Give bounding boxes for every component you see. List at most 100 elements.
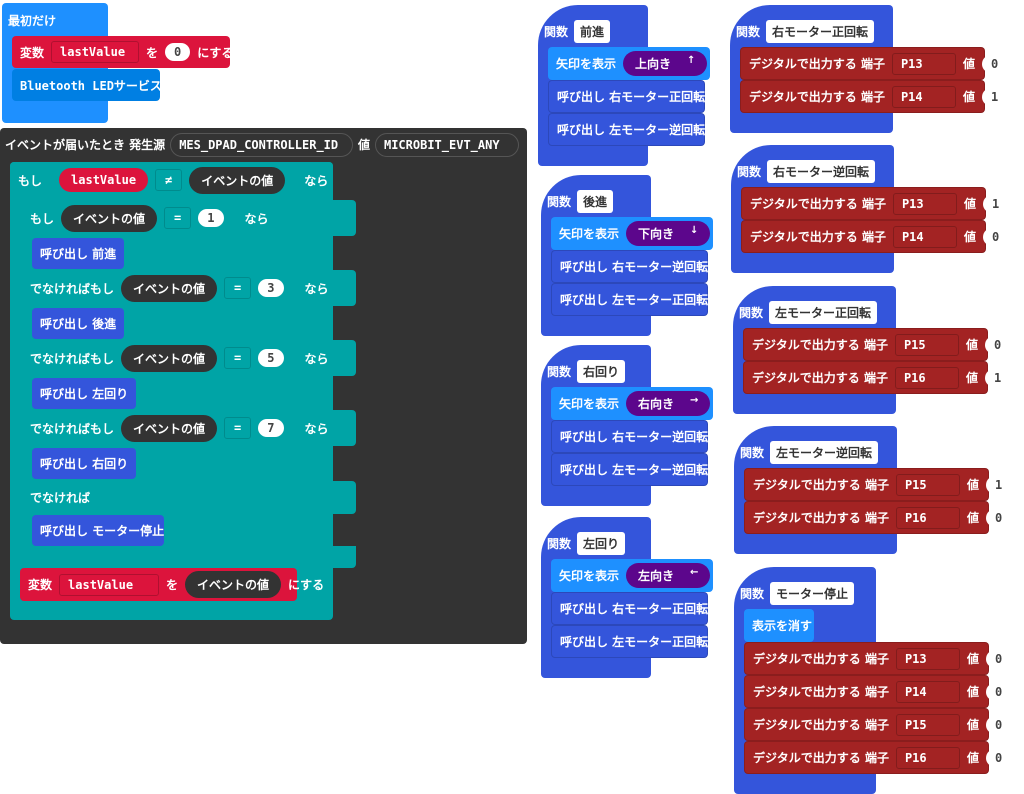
compare-value-input[interactable]: 7 (258, 419, 284, 437)
direction-dropdown[interactable]: 下向き↓ (626, 221, 711, 246)
set-variable-block[interactable]: 変数 lastValue を 0 にする (12, 36, 234, 68)
function-name-field[interactable]: 右回り (577, 359, 626, 383)
function-name-field[interactable]: 右モーター逆回転 (767, 159, 876, 183)
compare-value-input[interactable]: 1 (198, 209, 224, 227)
variable-dropdown[interactable]: lastValue (51, 41, 140, 63)
pin-value-input[interactable]: 1 (982, 194, 1009, 213)
digital-write-label: デジタルで出力する 端子 (753, 685, 889, 699)
pin-dropdown[interactable]: P13 (891, 52, 956, 75)
pin-dropdown[interactable]: P15 (894, 333, 959, 356)
function-name-field[interactable]: 左回り (577, 531, 626, 555)
pin-value-input[interactable]: 0 (982, 227, 1009, 246)
function-name-field[interactable]: 前進 (574, 19, 611, 43)
pin-dropdown[interactable]: P13 (895, 647, 960, 670)
show-arrow-block[interactable]: 矢印を表示右向き→ (551, 387, 713, 420)
pin-dropdown[interactable]: P14 (895, 680, 960, 703)
call-function-block[interactable]: 呼び出し 右モーター正回転 (548, 80, 705, 113)
function-name-field[interactable]: 左モーター正回転 (769, 300, 878, 324)
branch-label: でなければもし (30, 421, 115, 436)
pin-value-input[interactable]: 1 (985, 475, 1012, 494)
pin-dropdown[interactable]: P16 (895, 506, 960, 529)
direction-dropdown[interactable]: 左向き← (626, 563, 711, 588)
call-function-block[interactable]: 呼び出し 左モーター逆回転 (548, 113, 705, 146)
pin-dropdown[interactable]: P15 (895, 473, 960, 496)
pin-value-input[interactable]: 0 (985, 682, 1012, 701)
value-dropdown[interactable]: MICROBIT_EVT_ANY (374, 132, 519, 157)
value-input[interactable]: 0 (165, 43, 191, 61)
eq-operator[interactable]: = (224, 347, 252, 369)
function-name-field[interactable]: 右モーター正回転 (766, 19, 875, 43)
pin-dropdown[interactable]: P16 (895, 746, 960, 769)
pin-value-input[interactable]: 0 (985, 748, 1012, 767)
pin-value-input[interactable]: 0 (981, 54, 1008, 73)
call-function-block[interactable]: 呼び出し 前進 (32, 238, 125, 269)
event-value-reporter[interactable]: イベントの値 (189, 166, 286, 194)
compare-value-input[interactable]: 5 (258, 349, 284, 367)
direction-dropdown[interactable]: 右向き→ (626, 391, 711, 416)
digital-write-label: デジタルで出力する 端子 (753, 751, 889, 765)
function-name-field[interactable]: モーター停止 (770, 581, 855, 605)
pin-value-input[interactable]: 0 (985, 508, 1012, 527)
call-function-block[interactable]: 呼び出し 右モーター逆回転 (551, 250, 708, 283)
pin-dropdown[interactable]: P16 (894, 366, 959, 389)
pin-dropdown[interactable]: P15 (895, 713, 960, 736)
compare-value-input[interactable]: 3 (258, 279, 284, 297)
clear-screen-block[interactable]: 表示を消す (744, 609, 814, 642)
function-header: 関数右回り (541, 355, 633, 387)
call-function-block[interactable]: 呼び出し 左モーター逆回転 (551, 453, 708, 486)
set-label: 変数 (20, 45, 45, 60)
call-function-block[interactable]: 呼び出し 後進 (32, 308, 125, 339)
pin-dropdown[interactable]: P14 (892, 225, 957, 248)
source-dropdown[interactable]: MES_DPAD_CONTROLLER_ID (170, 132, 353, 157)
pin-value-input[interactable]: 1 (984, 368, 1011, 387)
event-value-reporter[interactable]: イベントの値 (121, 274, 218, 302)
call-function-block[interactable]: 呼び出し 左回り (32, 378, 137, 409)
arrow-icon: ↓ (690, 225, 699, 236)
event-value-reporter[interactable]: イベントの値 (121, 414, 218, 442)
eq-operator[interactable]: = (164, 207, 192, 229)
pin-value-input[interactable]: 0 (985, 649, 1012, 668)
event-value-reporter[interactable]: イベントの値 (185, 571, 282, 598)
show-arrow-block[interactable]: 矢印を表示上向き↑ (548, 47, 710, 80)
last-value-reporter[interactable]: lastValue (59, 168, 149, 192)
set-last-value-block[interactable]: 変数 lastValue を イベントの値 にする (20, 568, 324, 601)
call-function-block[interactable]: 呼び出し 右モーター正回転 (551, 592, 708, 625)
pin-value-input[interactable]: 1 (981, 87, 1008, 106)
pin-dropdown[interactable]: P13 (892, 192, 957, 215)
eq-operator[interactable]: = (224, 417, 252, 439)
show-arrow-block[interactable]: 矢印を表示左向き← (551, 559, 713, 592)
pin-dropdown[interactable]: P14 (891, 85, 956, 108)
value-label: 値 (966, 751, 979, 765)
direction-dropdown[interactable]: 上向き↑ (623, 51, 708, 76)
eq-operator[interactable]: = (224, 277, 252, 299)
call-motor-stop-block[interactable]: 呼び出し モーター停止 (32, 515, 164, 546)
pin-value-input[interactable]: 0 (984, 335, 1011, 354)
event-value-reporter[interactable]: イベントの値 (61, 204, 158, 232)
call-function-block[interactable]: 呼び出し 右回り (32, 448, 137, 479)
show-arrow-block[interactable]: 矢印を表示下向き↓ (551, 217, 713, 250)
variable-dropdown[interactable]: lastValue (59, 573, 160, 596)
pin-value-input[interactable]: 0 (985, 715, 1012, 734)
suffix-label: にする (197, 45, 234, 60)
function-header: 関数モーター停止 (734, 577, 862, 609)
neq-operator[interactable]: ≠ (155, 169, 183, 191)
call-function-block[interactable]: 呼び出し 右モーター逆回転 (551, 420, 708, 453)
function-name-field[interactable]: 後進 (577, 189, 614, 213)
event-value-reporter[interactable]: イベントの値 (121, 344, 218, 372)
call-function-block[interactable]: 呼び出し 左モーター正回転 (551, 625, 708, 658)
bluetooth-led-service-block[interactable]: Bluetooth LEDサービス (12, 69, 162, 101)
function-name-field[interactable]: 左モーター逆回転 (770, 440, 879, 464)
call-function-block[interactable]: 呼び出し 左モーター正回転 (551, 283, 708, 316)
